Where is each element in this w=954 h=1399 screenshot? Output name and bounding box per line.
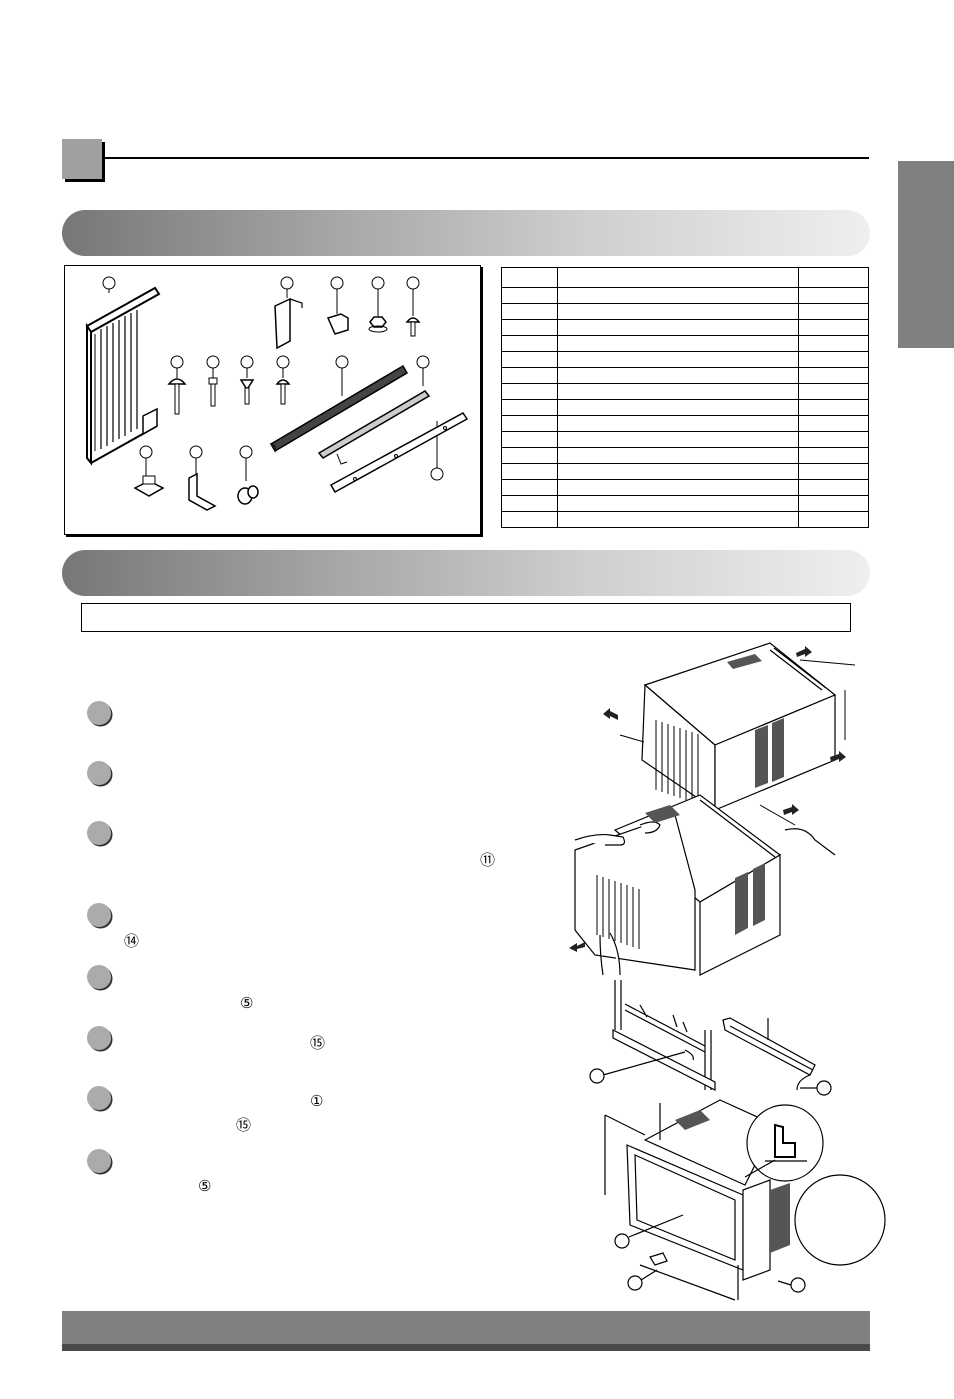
table-row	[501, 367, 869, 384]
cell	[798, 303, 869, 320]
step-8-marker	[87, 1149, 111, 1173]
cell	[798, 415, 869, 432]
cell	[557, 383, 799, 400]
cell	[501, 495, 558, 512]
window-sill-illustration	[589, 980, 832, 1096]
step-3-marker	[87, 821, 111, 845]
step-1-marker	[87, 701, 111, 725]
parts-illustration	[64, 265, 481, 535]
step-4-marker	[87, 903, 111, 927]
table-row	[501, 303, 869, 320]
cell	[557, 303, 799, 320]
cell	[501, 383, 558, 400]
cell	[798, 511, 869, 528]
col-header-qty	[798, 267, 869, 288]
col-header-name	[557, 267, 799, 288]
ac-unit-cabinet-illustration	[603, 642, 856, 812]
step-6-marker	[87, 1026, 111, 1050]
parts-table	[501, 267, 869, 528]
cell	[798, 479, 869, 496]
cell	[501, 431, 558, 448]
cell	[557, 287, 799, 304]
cell	[798, 367, 869, 384]
cell	[557, 495, 799, 512]
note-box	[81, 603, 851, 632]
cell	[557, 335, 799, 352]
table-row	[501, 447, 869, 464]
footer-bar	[62, 1311, 870, 1344]
cell	[501, 351, 558, 368]
section-rule	[105, 157, 869, 159]
cell	[798, 447, 869, 464]
footer-shadow	[62, 1344, 870, 1351]
cell	[557, 463, 799, 480]
table-row	[501, 479, 869, 496]
col-header-no	[501, 267, 558, 288]
cell	[557, 319, 799, 336]
cell	[798, 287, 869, 304]
table-row	[501, 495, 869, 512]
cell	[501, 335, 558, 352]
parts-drawing	[85, 276, 469, 511]
table-row	[501, 415, 869, 432]
cell	[557, 511, 799, 528]
table-row	[501, 335, 869, 352]
cell	[501, 303, 558, 320]
cell	[501, 447, 558, 464]
step-5-marker	[87, 965, 111, 989]
cell	[557, 479, 799, 496]
cell	[798, 399, 869, 416]
ref-11: ⑪	[480, 852, 496, 869]
cell	[798, 463, 869, 480]
cell	[798, 319, 869, 336]
cell	[557, 399, 799, 416]
section-number-box	[62, 139, 102, 179]
cell	[557, 431, 799, 448]
table-row	[501, 383, 869, 400]
step-7-marker	[87, 1086, 111, 1110]
ref-1: ①	[310, 1093, 324, 1110]
table-row	[501, 399, 869, 416]
ref-15a: ⑮	[310, 1035, 326, 1052]
cell	[501, 367, 558, 384]
table-row	[501, 287, 869, 304]
cell	[798, 431, 869, 448]
cabinet-install-illustration	[604, 1099, 886, 1301]
cell	[798, 351, 869, 368]
side-tab	[898, 161, 954, 348]
cell	[557, 367, 799, 384]
cell	[557, 415, 799, 432]
cell	[798, 335, 869, 352]
ac-unit-chassis-illustration	[569, 794, 836, 976]
cell	[501, 463, 558, 480]
cell	[798, 495, 869, 512]
table-header-row	[501, 267, 869, 288]
cell	[798, 383, 869, 400]
table-row	[501, 511, 869, 528]
cell	[501, 479, 558, 496]
step-2-marker	[87, 761, 111, 785]
cell	[501, 511, 558, 528]
table-row	[501, 351, 869, 368]
ref-15b: ⑮	[236, 1117, 252, 1134]
table-row	[501, 463, 869, 480]
cell	[501, 399, 558, 416]
cell	[501, 319, 558, 336]
cell	[557, 351, 799, 368]
ref-5b: ⑤	[198, 1178, 212, 1195]
cell	[501, 415, 558, 432]
ref-5a: ⑤	[240, 995, 254, 1012]
parts-header-bar	[62, 210, 870, 256]
table-row	[501, 431, 869, 448]
ref-14: ⑭	[124, 933, 140, 950]
cell	[557, 447, 799, 464]
cell	[501, 287, 558, 304]
table-row	[501, 319, 869, 336]
install-header-bar	[62, 550, 870, 596]
